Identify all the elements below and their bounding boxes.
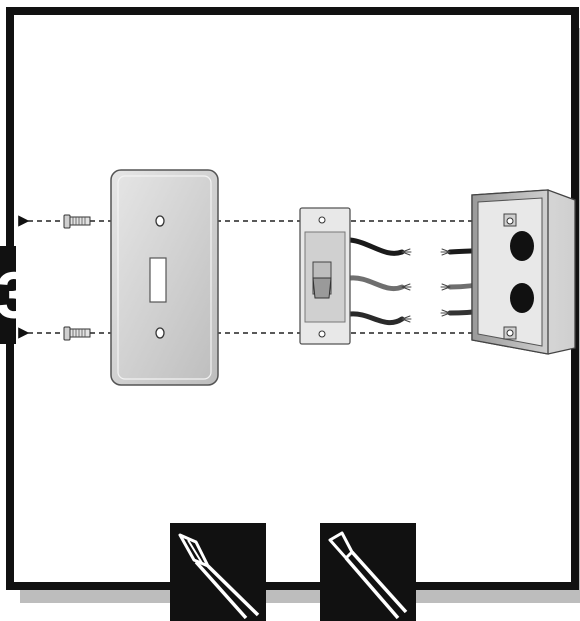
phillips-screwdriver-icon <box>170 523 266 621</box>
plate-screw-hole-upper <box>156 216 164 226</box>
step-number-tab: 3 <box>0 246 33 344</box>
switch-cover-plate <box>111 170 218 385</box>
toggle-switch-device <box>300 208 350 344</box>
step-number: 3 <box>0 258 33 332</box>
toggle-lever <box>313 278 331 298</box>
plate-screw-hole-lower <box>156 328 164 338</box>
knockout-hole-lower <box>510 283 534 313</box>
electrical-box <box>472 190 575 354</box>
toggle-slot <box>150 258 166 302</box>
knockout-hole-upper <box>510 231 534 261</box>
flathead-screwdriver-icon <box>320 523 416 621</box>
